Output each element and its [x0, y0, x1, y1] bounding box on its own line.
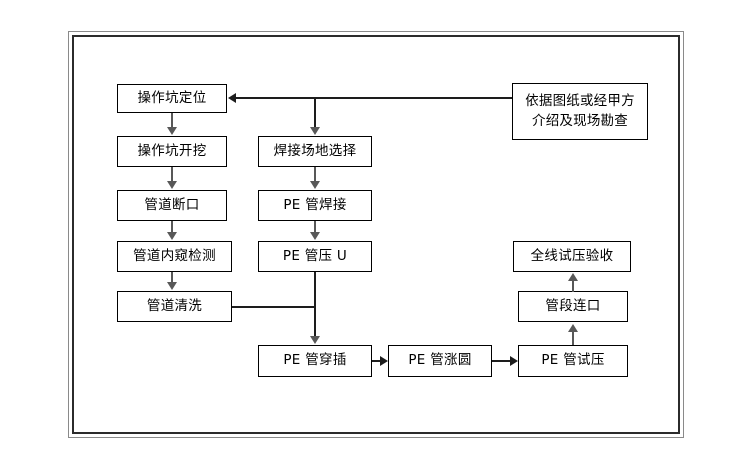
node-survey-basis[interactable]: 依据图纸或经甲方 介绍及现场勘查	[512, 83, 648, 140]
node-pe-pipe-insertion[interactable]: PE 管穿插	[258, 345, 372, 377]
edge-pit-location-to-excavation-line	[171, 113, 173, 128]
edge-insertion-to-rerounding-arrowhead	[380, 356, 388, 366]
edge-pipeline-break-to-inspection-line	[171, 221, 173, 233]
node-pe-pipe-welding[interactable]: PE 管焊接	[258, 190, 372, 221]
edge-survey-to-pit-location-arrowhead	[228, 93, 236, 103]
edge-cleaning-to-trunk-line	[232, 306, 316, 308]
edge-section-connection-to-acceptance-line	[572, 281, 574, 292]
edge-inspection-to-cleaning-arrowhead	[167, 282, 177, 290]
edge-inspection-to-cleaning-line	[171, 272, 173, 283]
node-pipeline-break[interactable]: 管道断口	[117, 190, 227, 221]
edge-survey-to-pit-location-line	[236, 97, 512, 99]
edge-u-compression-to-insertion-line	[314, 272, 316, 336]
edge-pe-welding-to-u-compression-arrowhead	[310, 232, 320, 240]
node-pe-pipe-rerounding[interactable]: PE 管涨圆	[388, 345, 492, 377]
edge-welding-site-to-pe-welding-line	[314, 167, 316, 182]
edge-section-connection-to-acceptance-arrowhead	[568, 273, 578, 281]
node-welding-site-selection[interactable]: 焊接场地选择	[258, 136, 372, 167]
edge-welding-site-to-pe-welding-arrowhead	[310, 181, 320, 189]
node-pe-pipe-u-compression[interactable]: PE 管压 U	[258, 241, 372, 272]
node-operation-pit-excavation[interactable]: 操作坑开挖	[117, 136, 227, 167]
node-pipeline-cleaning[interactable]: 管道清洗	[117, 291, 232, 322]
node-pe-pipe-pressure-test[interactable]: PE 管试压	[518, 345, 628, 377]
diagram-frame-outer	[68, 31, 684, 438]
edge-rerounding-to-pressure-test-arrowhead	[510, 356, 518, 366]
edge-insertion-to-rerounding-line	[372, 360, 380, 362]
edge-pe-welding-to-u-compression-line	[314, 221, 316, 233]
node-pipeline-endoscopic-inspection[interactable]: 管道内窥检测	[117, 241, 232, 272]
edge-u-compression-to-insertion-arrowhead	[310, 336, 320, 344]
node-pipe-section-connection[interactable]: 管段连口	[518, 291, 628, 322]
edge-excavation-to-pipeline-break-line	[171, 167, 173, 182]
edge-excavation-to-pipeline-break-arrowhead	[167, 181, 177, 189]
edge-pressure-test-to-section-connection-arrowhead	[568, 324, 578, 332]
edge-rerounding-to-pressure-test-line	[492, 360, 510, 362]
edge-branch-to-welding-site-line	[314, 97, 316, 128]
edge-pipeline-break-to-inspection-arrowhead	[167, 232, 177, 240]
edge-branch-to-welding-site-arrowhead	[310, 127, 320, 135]
edge-pit-location-to-excavation-arrowhead	[167, 127, 177, 135]
edge-pressure-test-to-section-connection-line	[572, 331, 574, 345]
node-operation-pit-location[interactable]: 操作坑定位	[117, 84, 227, 113]
node-full-line-pressure-acceptance[interactable]: 全线试压验收	[513, 241, 631, 272]
